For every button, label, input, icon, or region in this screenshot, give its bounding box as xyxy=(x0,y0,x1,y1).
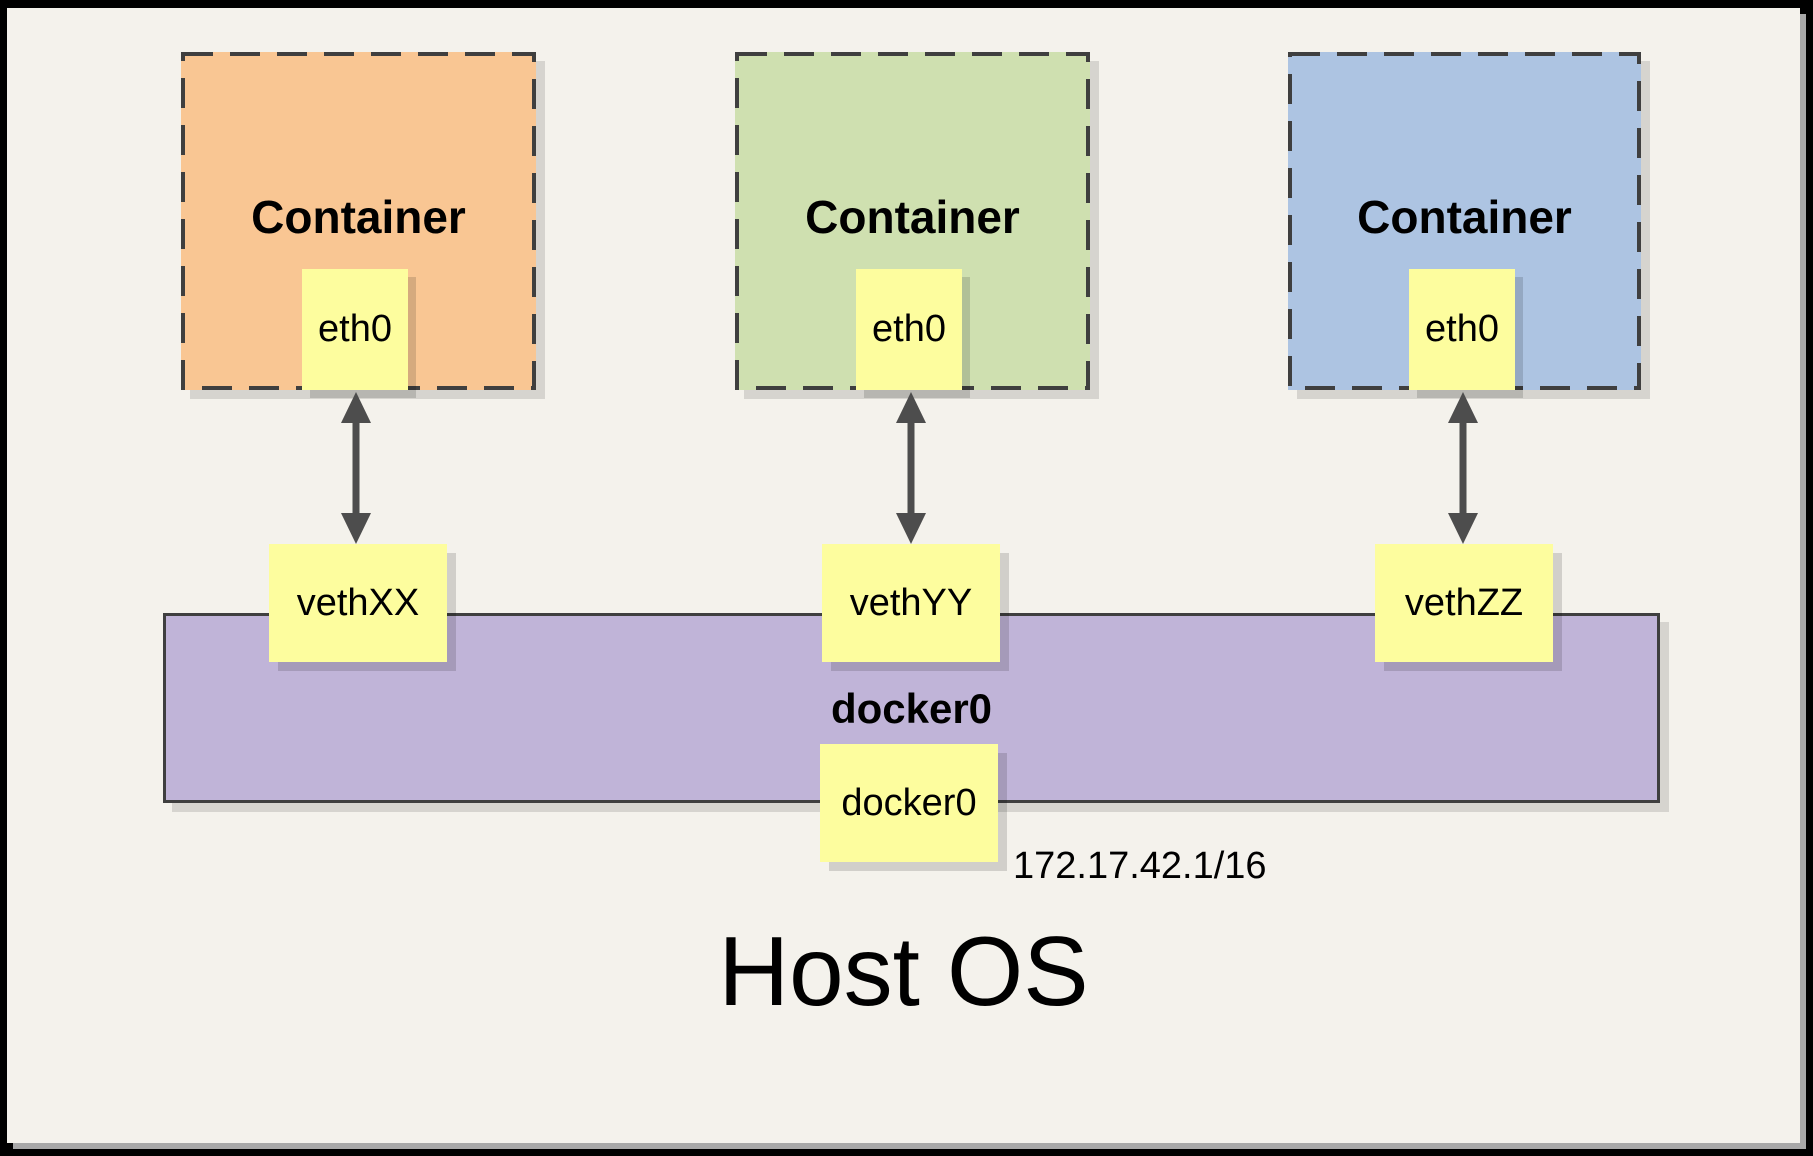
eth0-interface-box: eth0 xyxy=(302,269,408,390)
docker0-interface-box: docker0 xyxy=(820,744,998,862)
veth-box-2: vethYY xyxy=(822,544,1000,662)
bridge-ip-label: 172.17.42.1/16 xyxy=(1013,845,1267,887)
veth-box-1: vethXX xyxy=(269,544,447,662)
container-label: Container xyxy=(805,191,1020,243)
bridge-name-label: docker0 xyxy=(830,685,993,732)
container-box-1: Container eth0 xyxy=(181,52,536,390)
container-box-2: Container eth0 xyxy=(735,52,1090,390)
eth0-interface-box: eth0 xyxy=(856,269,962,390)
container-box-3: Container eth0 xyxy=(1288,52,1641,390)
connection-arrow-icon xyxy=(341,392,371,544)
container-label: Container xyxy=(1357,191,1572,243)
container-label: Container xyxy=(251,191,466,243)
diagram-canvas: Container eth0 Container eth0 Container … xyxy=(7,8,1800,1143)
connection-arrow-icon xyxy=(896,392,926,544)
connection-arrow-icon xyxy=(1448,392,1478,544)
host-os-label: Host OS xyxy=(718,916,1089,1026)
veth-box-3: vethZZ xyxy=(1375,544,1553,662)
eth0-interface-box: eth0 xyxy=(1409,269,1515,390)
